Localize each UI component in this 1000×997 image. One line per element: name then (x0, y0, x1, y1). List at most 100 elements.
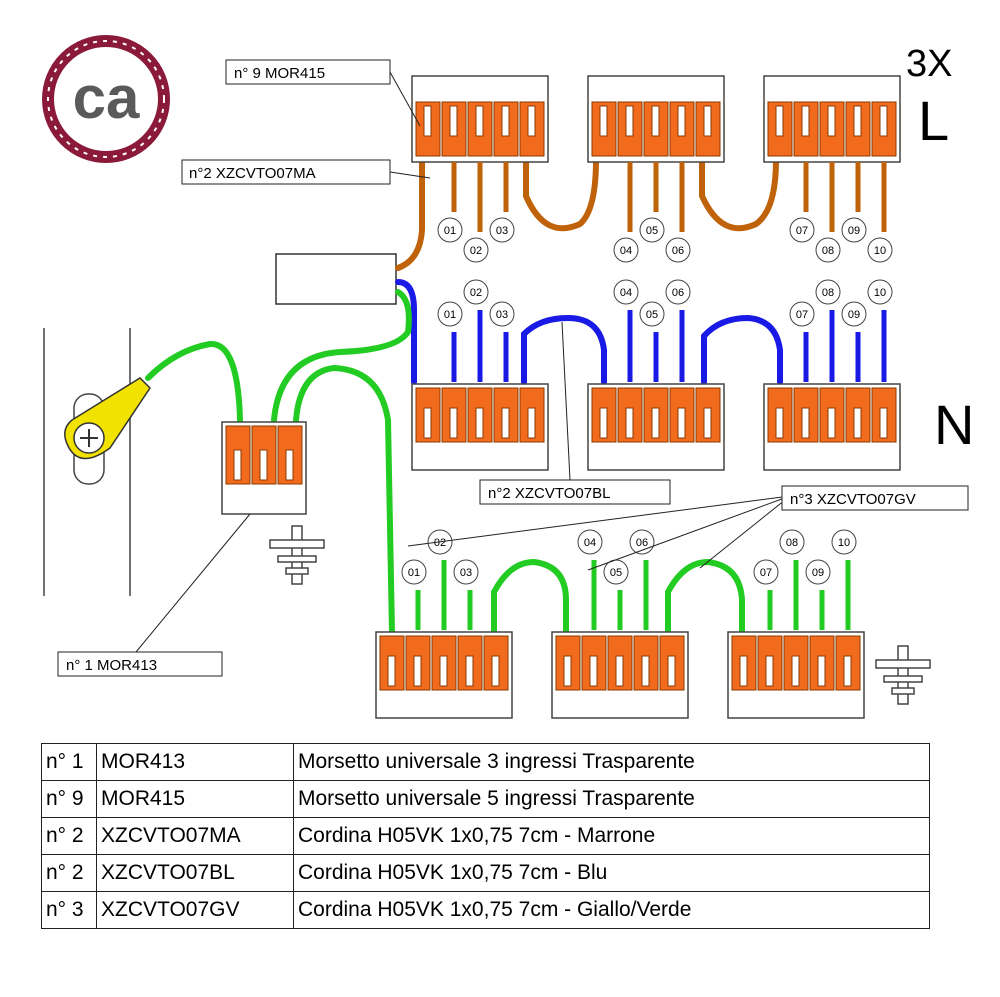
position-number: 05 (646, 309, 658, 321)
position-number: 02 (470, 287, 482, 299)
description-cell: Morsetto universale 3 ingressi Trasparen… (293, 743, 930, 781)
callout-mor413: n° 1 MOR413 (57, 651, 223, 677)
line-terminal-3 (763, 75, 901, 163)
position-marker: 04 (613, 237, 639, 263)
position-number: 08 (822, 245, 834, 257)
callout-xzcvto07gv: n°3 XZCVTO07GV (781, 485, 969, 511)
position-number: 04 (620, 287, 632, 299)
position-marker: 06 (665, 237, 691, 263)
position-marker: 03 (489, 301, 515, 327)
line-terminal-1 (411, 75, 549, 163)
position-marker: 05 (639, 301, 665, 327)
position-marker: 01 (437, 301, 463, 327)
position-marker: 04 (577, 529, 603, 555)
position-marker: 07 (789, 301, 815, 327)
green-feed-wire (271, 289, 412, 423)
position-number: 06 (672, 287, 684, 299)
blue-feed-wire (395, 279, 417, 385)
logo-rope-twist (47, 40, 165, 158)
position-number: 10 (838, 537, 850, 549)
earth-symbol-icon (269, 525, 325, 585)
position-number: 02 (470, 245, 482, 257)
line-terminal-2 (587, 75, 725, 163)
neutral-terminal-3 (763, 383, 901, 471)
position-number: 02 (434, 537, 446, 549)
position-number: 05 (646, 225, 658, 237)
code-cell: XZCVTO07GV (96, 891, 294, 929)
qty-cell: n° 1 (41, 743, 97, 781)
wiring-diagram: ca 0101020203030404050506060707080809091… (42, 35, 974, 719)
position-number: 09 (812, 567, 824, 579)
position-marker: 05 (603, 559, 629, 585)
position-marker: 02 (463, 279, 489, 305)
position-marker: 06 (665, 279, 691, 305)
position-marker: 09 (841, 301, 867, 327)
position-number: 03 (496, 309, 508, 321)
position-number: 06 (636, 537, 648, 549)
position-number: 03 (460, 567, 472, 579)
position-markers: 01 01 02 02 03 03 04 04 05 05 06 06 07 07 08 08 09 09 10 10… (401, 217, 893, 585)
position-number: 03 (496, 225, 508, 237)
position-number: 04 (584, 537, 596, 549)
blue-jumper-2 (701, 314, 783, 385)
brown-jumper-2 (699, 157, 779, 232)
earth-symbol-icon (875, 645, 931, 705)
callout-xzcvto07ma-label: n°2 XZCVTO07MA (189, 165, 316, 182)
position-marker: 01 (401, 559, 427, 585)
earth-terminal-3 (727, 631, 865, 719)
position-number: 06 (672, 245, 684, 257)
qty-cell: n° 3 (41, 891, 97, 929)
position-marker: 08 (779, 529, 805, 555)
position-marker: 03 (453, 559, 479, 585)
mor413-block (221, 421, 307, 515)
callout-xzcvto07ma: n°2 XZCVTO07MA (181, 159, 391, 185)
earth-terminals (375, 631, 865, 719)
callout-mor415: n° 9 MOR415 (225, 59, 391, 85)
callout-xzcvto07gv-label: n°3 XZCVTO07GV (790, 491, 916, 508)
callout-xzcvto07bl: n°2 XZCVTO07BL (479, 479, 671, 505)
line-label: L (918, 89, 949, 152)
position-number: 09 (848, 309, 860, 321)
line-terminals (411, 75, 901, 163)
phase-count: 3X (906, 43, 952, 85)
callout-mor415-label: n° 9 MOR415 (234, 65, 325, 82)
green-jumper-2 (665, 558, 745, 635)
position-number: 07 (796, 225, 808, 237)
description-cell: Cordina H05VK 1x0,75 7cm - Blu (293, 854, 930, 892)
description-cell: Morsetto universale 5 ingressi Trasparen… (293, 780, 930, 818)
junction-box (275, 253, 397, 305)
position-marker: 04 (613, 279, 639, 305)
green-down-wire (293, 364, 395, 635)
terminal-wires (415, 162, 887, 630)
position-number: 01 (444, 309, 456, 321)
position-marker: 07 (753, 559, 779, 585)
mor413-terminal (221, 421, 307, 515)
position-marker: 07 (789, 217, 815, 243)
earth-terminal-1 (375, 631, 513, 719)
brown-jumper-1 (523, 157, 599, 232)
position-marker: 08 (815, 279, 841, 305)
wires (145, 157, 783, 635)
earth-terminal-2 (551, 631, 689, 719)
code-cell: MOR415 (96, 780, 294, 818)
qty-cell: n° 9 (41, 780, 97, 818)
brown-feed-wire (395, 157, 425, 271)
position-number: 01 (444, 225, 456, 237)
position-number: 01 (408, 567, 420, 579)
position-marker: 09 (805, 559, 831, 585)
position-number: 08 (786, 537, 798, 549)
position-number: 07 (760, 567, 772, 579)
qty-cell: n° 2 (41, 817, 97, 855)
position-number: 10 (874, 287, 886, 299)
position-marker: 10 (867, 279, 893, 305)
callout-mor413-label: n° 1 MOR413 (66, 657, 157, 674)
position-number: 04 (620, 245, 632, 257)
position-marker: 10 (867, 237, 893, 263)
position-number: 08 (822, 287, 834, 299)
position-marker: 01 (437, 217, 463, 243)
wall-earth-screw (43, 328, 151, 596)
